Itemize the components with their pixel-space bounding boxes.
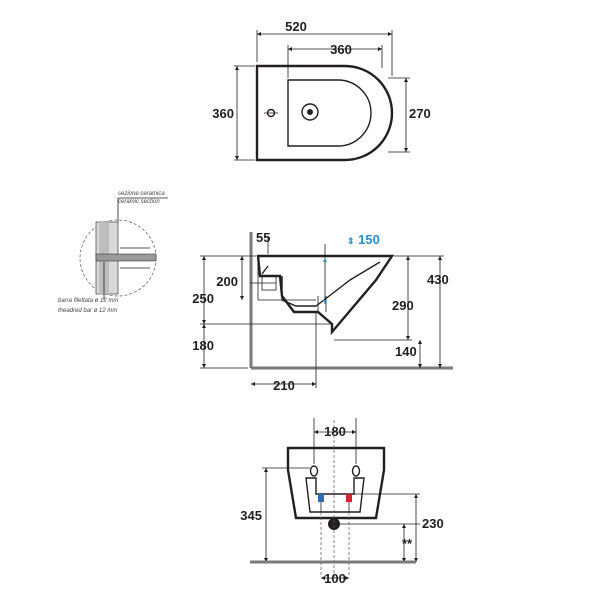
- dim-rear-345: 345: [240, 508, 262, 523]
- dim-tap-height: ⇕ 150: [347, 232, 380, 247]
- dim-rear-100: 100: [324, 571, 346, 586]
- detail-label-it: sezione ceramica: [118, 191, 165, 197]
- fixing-detail: sezione ceramica ceramic section barra f…: [58, 191, 168, 314]
- dim-430: 430: [427, 272, 449, 287]
- rear-drain: [328, 518, 340, 530]
- tap-hole-inner: [307, 109, 313, 115]
- hot-inlet: [346, 494, 352, 502]
- bidet-rear-outline: [286, 446, 386, 520]
- dim-250: 250: [192, 291, 214, 306]
- bidet-top-outline: [255, 64, 394, 162]
- dim-210: 210: [273, 378, 295, 393]
- dim-140: 140: [395, 344, 417, 359]
- dim-wall-offset: 55: [256, 230, 270, 245]
- dim-bowl-width: 360: [330, 42, 352, 57]
- dim-rear-230: 230: [422, 516, 444, 531]
- dim-180-floor: 180: [192, 338, 214, 353]
- rear-fixing-hole-right: [351, 465, 361, 477]
- dim-290: 290: [392, 298, 414, 313]
- cold-inlet: [318, 494, 324, 502]
- up-down-arrow-icon: ⇕: [347, 236, 355, 246]
- dim-width-total: 520: [285, 19, 307, 34]
- tap-hole: [301, 103, 319, 121]
- dim-200: 200: [216, 274, 238, 289]
- dim-bowl-depth: 270: [409, 106, 431, 121]
- bidet-top-bowl: [287, 79, 372, 147]
- dim-rear-180: 180: [324, 424, 346, 439]
- rear-view: 180 345 230 ** 100: [240, 418, 444, 586]
- dim-rear-note: **: [402, 536, 413, 551]
- side-view: 55 ⇕ 150 200 250 180 210 430 290: [192, 230, 453, 393]
- detail-bar-en: theadred bar ø 12 mm: [58, 308, 117, 314]
- detail-label-en: ceramic section: [118, 199, 160, 205]
- rear-fixing-hole-left: [309, 465, 319, 477]
- detail-bar-it: barra filettata ø 12 mm: [58, 298, 118, 304]
- top-view: 520 360 360 270: [212, 19, 431, 162]
- dim-depth: 360: [212, 106, 234, 121]
